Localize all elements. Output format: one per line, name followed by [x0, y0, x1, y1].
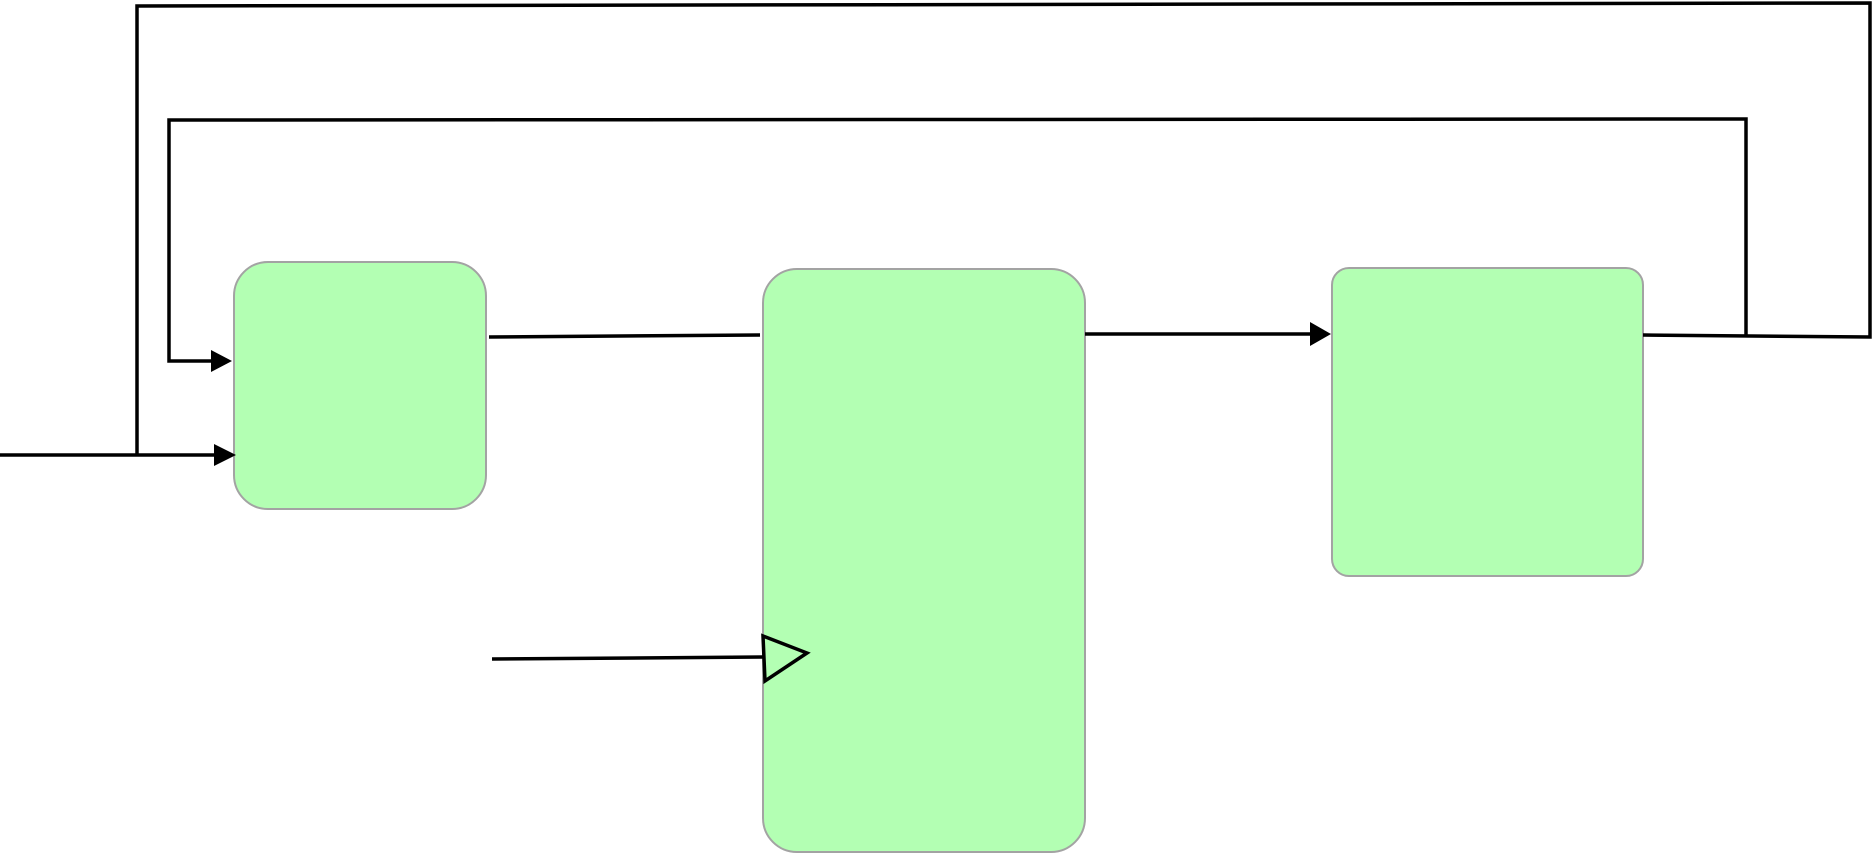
feedback-inner-arrowhead — [211, 350, 232, 372]
center-to-right-arrowhead — [1310, 322, 1331, 346]
center-block[interactable] — [762, 268, 1086, 853]
feedback-outer-line — [135, 1, 1872, 455]
right-block[interactable] — [1331, 267, 1644, 577]
clock-input-line — [491, 655, 766, 661]
clock-input-triangle — [761, 633, 811, 685]
external-input-arrowhead — [214, 444, 236, 466]
left-block[interactable] — [233, 261, 487, 510]
left-to-center-line — [488, 333, 761, 339]
feedback-inner-line — [167, 117, 1748, 363]
